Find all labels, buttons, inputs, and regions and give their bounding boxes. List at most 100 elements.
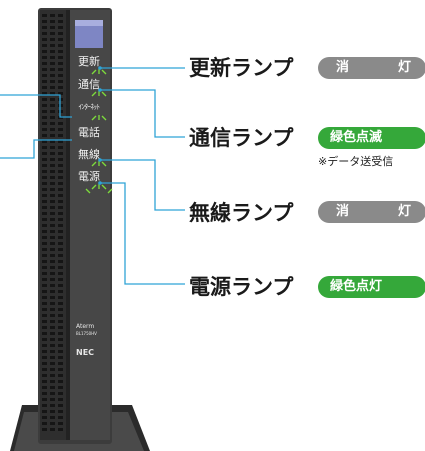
vent-hole [50,176,55,179]
vent-hole [58,380,63,383]
vent-hole [50,38,55,41]
vent-hole [42,194,47,197]
vent-hole [58,296,63,299]
leader-dot-comm [98,88,102,92]
vent-hole [42,20,47,23]
vent-hole [58,38,63,41]
panel-divider [66,10,70,440]
brand-nec: NEC [76,348,95,357]
vent-hole [58,128,63,131]
vent-hole [50,128,55,131]
vent-hole [58,140,63,143]
vent-hole [42,140,47,143]
vent-hole [58,20,63,23]
vent-hole [42,284,47,287]
vent-hole [42,188,47,191]
vent-hole [50,236,55,239]
vent-hole [42,134,47,137]
vent-hole [58,230,63,233]
vent-hole [58,236,63,239]
vent-hole [42,32,47,35]
status-note-comm: ※データ送受信 [318,155,394,168]
vent-hole [42,242,47,245]
vent-hole [50,266,55,269]
vent-hole [50,62,55,65]
vent-hole [42,290,47,293]
vent-hole [42,26,47,29]
vent-hole [58,428,63,431]
vent-hole [58,200,63,203]
status-badge-comm: 緑色点滅 [318,127,425,149]
vent-hole [50,212,55,215]
vent-hole [50,68,55,71]
vent-hole [42,344,47,347]
vent-hole [42,44,47,47]
vent-hole [50,170,55,173]
vent-hole [58,356,63,359]
vent-hole [42,428,47,431]
vent-hole [42,182,47,185]
vent-hole [50,152,55,155]
vent-hole [42,254,47,257]
vent-hole [58,224,63,227]
vent-hole [50,182,55,185]
vent-hole [58,260,63,263]
vent-hole [50,344,55,347]
vent-hole [58,350,63,353]
vent-hole [42,362,47,365]
vent-hole [58,386,63,389]
vent-hole [50,200,55,203]
brand-aterm: Aterm [76,323,95,330]
vent-hole [42,164,47,167]
vent-hole [50,362,55,365]
vent-hole [50,350,55,353]
vent-hole [42,212,47,215]
vent-holes [42,14,63,431]
vent-hole [42,122,47,125]
vent-hole [42,218,47,221]
vent-hole [58,86,63,89]
vent-hole [50,20,55,23]
vent-hole [50,374,55,377]
vent-hole [42,260,47,263]
vent-hole [58,122,63,125]
vent-hole [50,320,55,323]
vent-hole [50,122,55,125]
panel-label-wireless: 無線 [78,148,100,161]
vent-hole [58,32,63,35]
vent-hole [58,50,63,53]
vent-hole [42,380,47,383]
vent-hole [58,44,63,47]
vent-hole [50,32,55,35]
vent-hole [50,368,55,371]
lamp-title-comm: 通信ランプ [189,126,294,150]
panel-label-internet: ｲﾝﾀｰﾈｯﾄ [78,103,101,111]
vent-hole [42,374,47,377]
vent-hole [42,128,47,131]
vent-hole [58,188,63,191]
vent-hole [58,176,63,179]
vent-hole [50,218,55,221]
vent-hole [50,206,55,209]
vent-hole [42,368,47,371]
vent-hole [42,14,47,17]
vent-hole [42,56,47,59]
vent-hole [50,302,55,305]
leader-line-internet [0,94,72,118]
vent-hole [50,230,55,233]
vent-hole [58,68,63,71]
vent-hole [50,398,55,401]
vent-hole [42,74,47,77]
vent-hole [58,416,63,419]
vent-hole [42,296,47,299]
vent-hole [42,146,47,149]
vent-hole [58,80,63,83]
vent-hole [58,134,63,137]
vent-hole [58,92,63,95]
status-badge-update: 消 灯 [318,57,425,79]
vent-hole [42,50,47,53]
vent-hole [42,416,47,419]
vent-hole [50,392,55,395]
vent-hole [58,14,63,17]
